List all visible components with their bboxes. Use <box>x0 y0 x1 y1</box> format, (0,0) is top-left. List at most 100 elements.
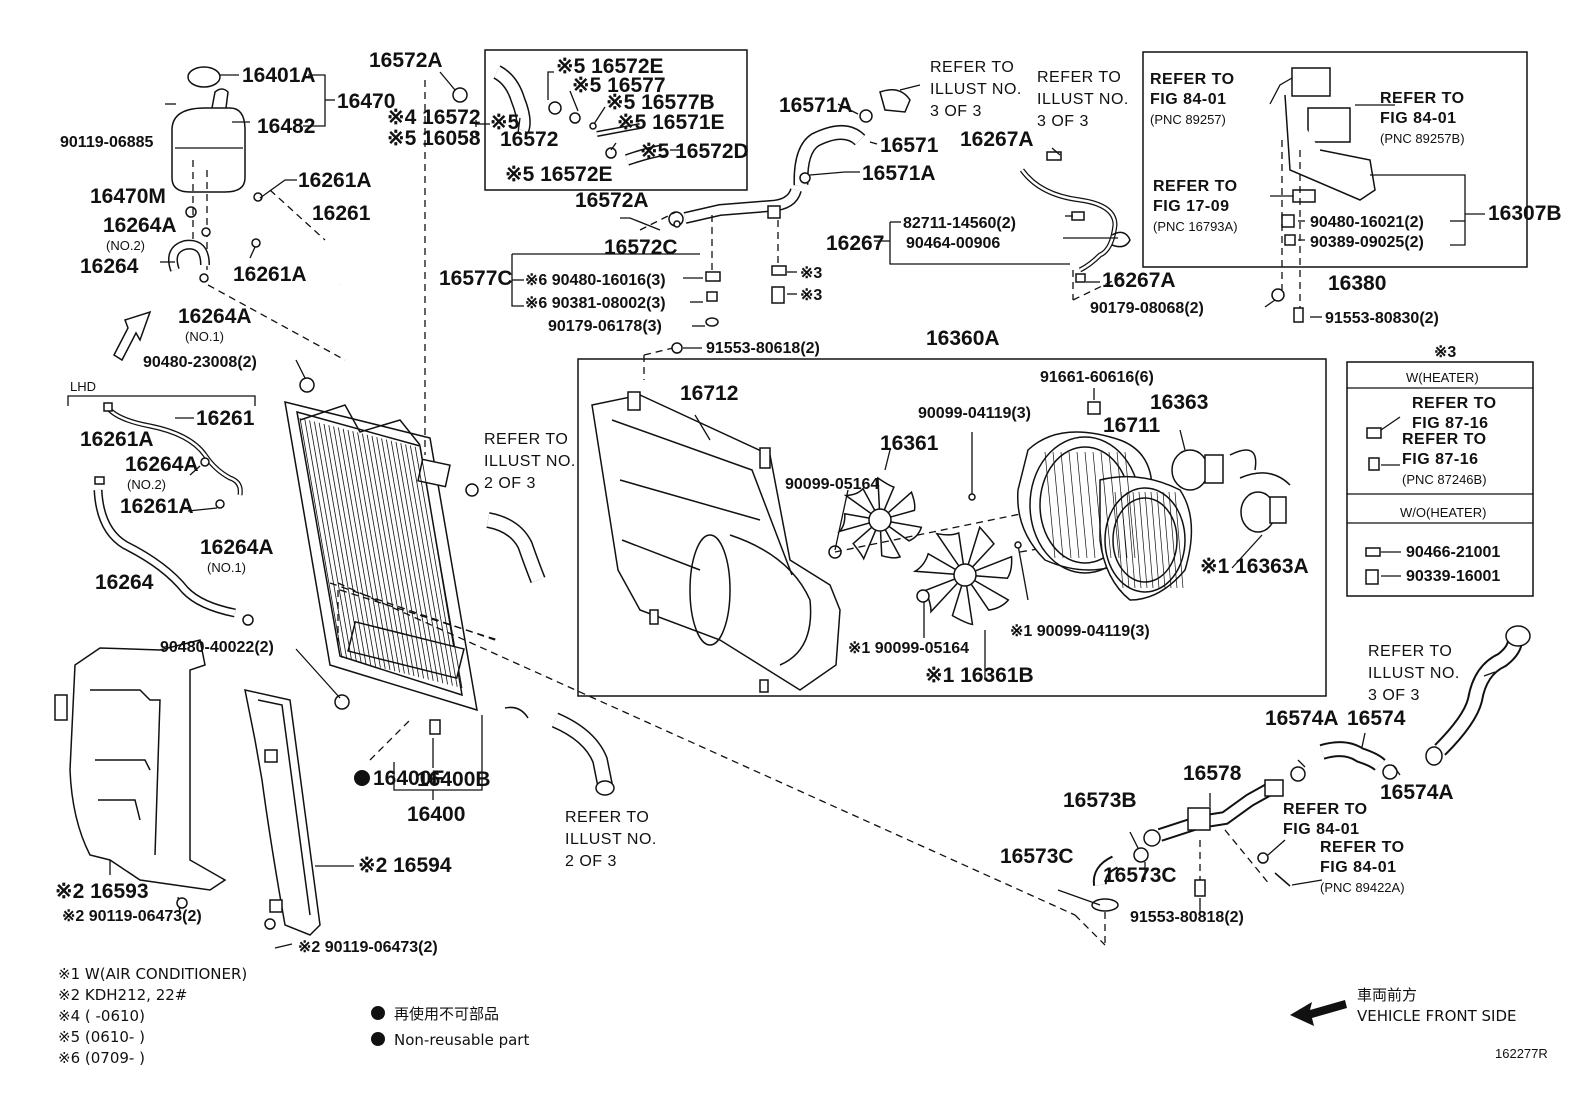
radiator-fin <box>400 443 444 684</box>
grille-line <box>1132 491 1142 589</box>
reference-note-line: ILLUST NO. <box>484 453 576 470</box>
part-label: 16261A <box>298 169 372 192</box>
fan-blade <box>877 476 895 512</box>
part-label: ※5 16058 <box>387 127 481 150</box>
reference-note-line: REFER TO <box>484 431 568 448</box>
part-label: 90099-04119(3) <box>918 405 1031 422</box>
reference-note-line: ILLUST NO. <box>930 81 1022 98</box>
fan-blade <box>837 512 872 533</box>
grille-line <box>1060 451 1072 559</box>
footnotes: ※1 W(AIR CONDITIONER) ※2 KDH212, 22# ※4 … <box>58 965 247 1067</box>
fan-blade <box>973 555 1013 580</box>
part-label: ※5 16572D <box>640 140 749 163</box>
reference-note-line: FIG 84-01 <box>1320 859 1397 876</box>
grille-line <box>1144 491 1154 589</box>
fan-grille <box>1044 451 1184 589</box>
part-label: 90179-06178(3) <box>548 318 662 335</box>
reference-note-line: REFER TO <box>1412 395 1497 412</box>
part-label: 16573B <box>1063 789 1137 812</box>
radiator-fin <box>362 433 405 674</box>
radiator-fin <box>318 422 362 663</box>
reference-note-line: (PNC 87246B) <box>1402 472 1487 487</box>
reference-note-line: REFER TO <box>1037 69 1121 86</box>
reference-note-line: (PNC 16793A) <box>1153 219 1238 234</box>
grille-line <box>1076 451 1088 559</box>
vehicle-front-arrow-icon <box>1290 1000 1347 1026</box>
part-label: ※2 16593 <box>55 880 149 903</box>
radiator-fin <box>352 431 396 672</box>
part-label: 16470M <box>90 185 166 208</box>
grille-line <box>1084 451 1096 559</box>
grille-line <box>1162 491 1172 589</box>
bullet-icon <box>371 1006 385 1020</box>
part-label: ※5 16571E <box>617 111 725 134</box>
part-label: (NO.2) <box>106 238 145 253</box>
part-label: 16261 <box>312 202 371 225</box>
part-label: ※2 90119-06473(2) <box>62 908 202 925</box>
legend: 再使用不可部品 Non-reusable part <box>394 1005 529 1049</box>
grille-line <box>1168 491 1178 589</box>
reference-note-line: 2 OF 3 <box>565 853 617 870</box>
part-label: ※5 16577 <box>572 74 666 97</box>
grille-line <box>1100 451 1112 559</box>
reference-note-line: (PNC 89422A) <box>1320 880 1405 895</box>
radiator-fins <box>299 417 463 689</box>
reservoir-hose <box>275 235 341 289</box>
radiator-fin <box>328 425 372 666</box>
radiator-fin <box>309 420 352 661</box>
radiator-fin <box>410 445 453 686</box>
diagram-id: 162277R <box>1495 1046 1548 1061</box>
part-label: 16267 <box>826 232 884 255</box>
fan-blade <box>887 520 923 542</box>
part-label: ※4 16572 <box>387 106 481 129</box>
fan-blade <box>912 552 958 576</box>
heater-option-frame <box>1346 361 1534 597</box>
reference-note-line: FIG 17-09 <box>1153 198 1230 215</box>
part-label: 90339-16001 <box>1406 568 1500 585</box>
part-label: ※3 <box>1434 344 1456 361</box>
grille-line <box>1114 491 1124 589</box>
part-label: 16400 <box>407 803 465 826</box>
radiator-fin <box>323 423 367 665</box>
part-label: ※1 90099-05164 <box>848 640 969 657</box>
part-label: 16574A <box>1380 781 1454 804</box>
side-seal <box>244 689 321 936</box>
footnote: ※5 (0610- ) <box>58 1028 145 1046</box>
part-label: ※1 16363A <box>1200 555 1309 578</box>
part-label: 16574 <box>1347 707 1406 730</box>
part-label: 16574A <box>1265 707 1339 730</box>
radiator-fin <box>304 419 348 660</box>
footnote: ※2 KDH212, 22# <box>58 986 187 1004</box>
part-label: (NO.1) <box>185 329 224 344</box>
lower-water-pipe <box>1143 625 1531 847</box>
reference-note-line: 2 OF 3 <box>484 475 536 492</box>
fan-blade <box>967 525 995 569</box>
reference-note-line: REFER TO <box>1150 71 1235 88</box>
upper-hose-kit <box>493 65 666 166</box>
part-label: 16307B <box>1488 202 1562 225</box>
lower-air-guide <box>54 639 227 891</box>
heater-option-icons <box>1365 427 1382 585</box>
radiator-fin <box>314 421 357 662</box>
hose-kit-frame <box>484 49 748 191</box>
radiator-fin <box>390 440 434 681</box>
part-label: 16571A <box>862 162 936 185</box>
grille-line <box>1052 451 1064 559</box>
radiator-fin <box>376 437 420 678</box>
part-label: 91553-80818(2) <box>1130 909 1244 926</box>
part-label: 16261 <box>196 407 255 430</box>
part-label: 16264A <box>178 305 252 328</box>
part-label: 16470 <box>337 90 395 113</box>
cooling-fan <box>837 476 923 561</box>
part-label: ※5 16572E <box>556 55 664 78</box>
radiator-fin <box>405 444 448 685</box>
section-label: LHD <box>70 379 96 394</box>
part-label: 16712 <box>680 382 738 405</box>
part-label: 16363 <box>1150 391 1208 414</box>
reference-note-line: ILLUST NO. <box>565 831 657 848</box>
radiator-hoses <box>486 512 615 796</box>
legend-jp: 再使用不可部品 <box>394 1005 499 1023</box>
part-label: 16577C <box>439 267 513 290</box>
grille-line <box>1138 491 1148 589</box>
